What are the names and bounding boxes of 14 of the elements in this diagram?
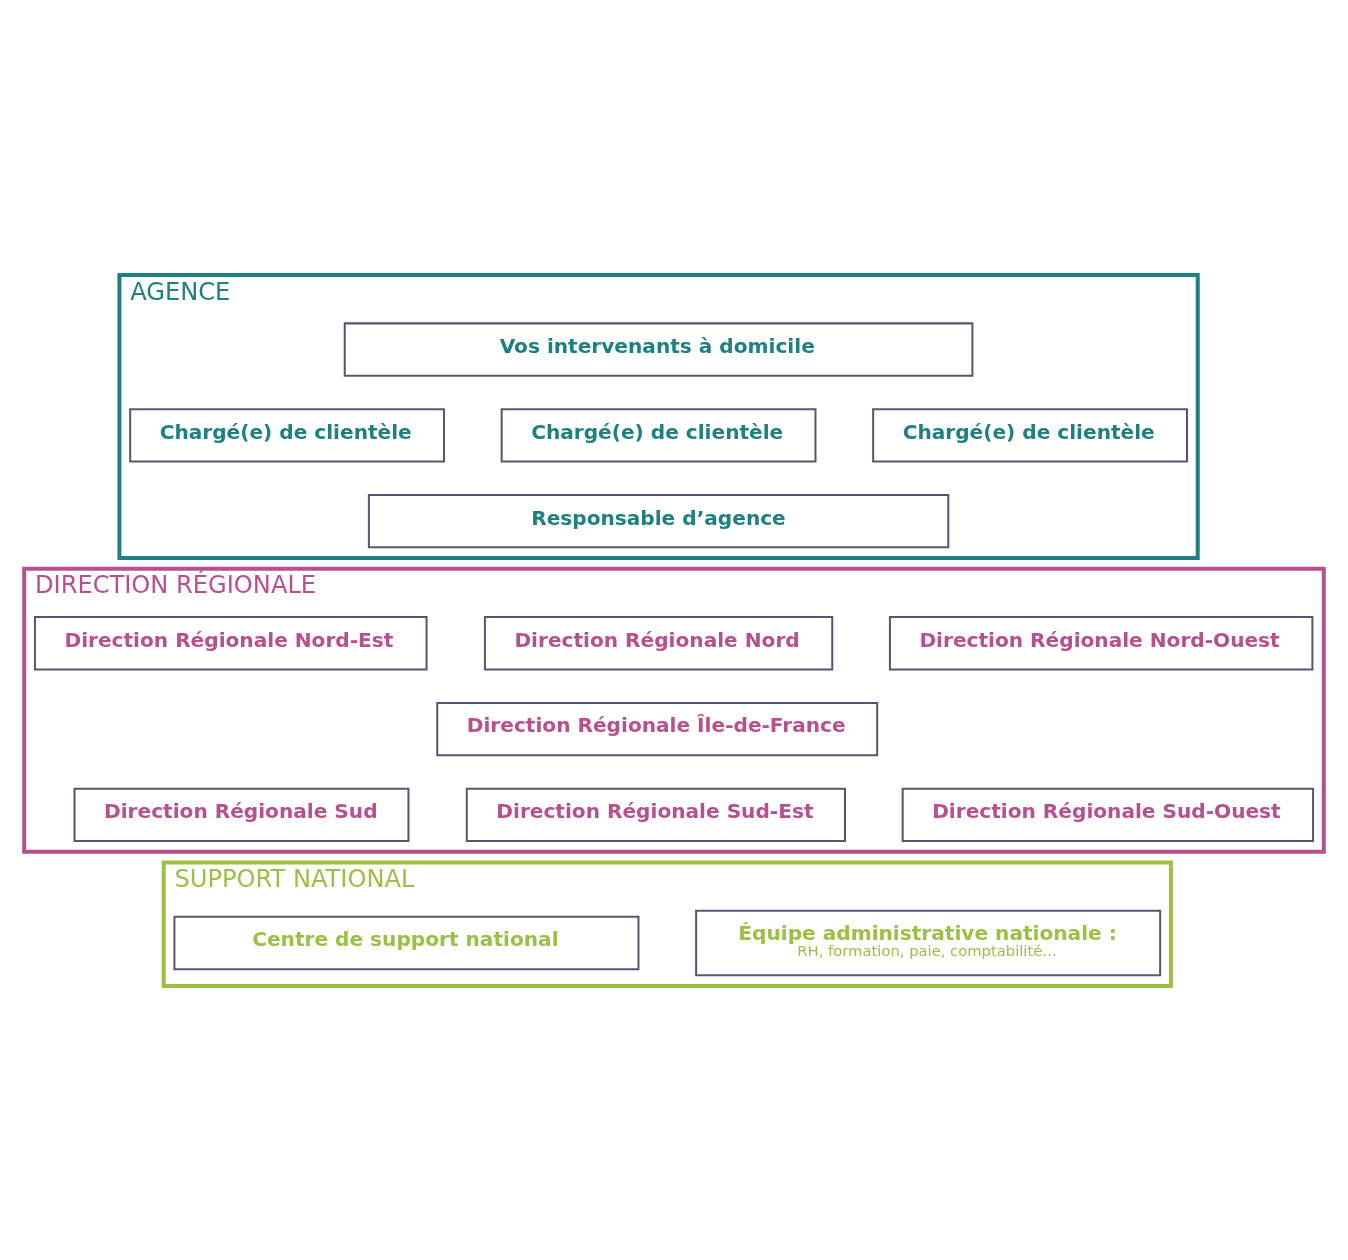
- node-box: Direction Régionale Nord: [483, 615, 834, 670]
- node-box: Direction Régionale Île-de-France: [436, 701, 879, 756]
- node-box: Centre de support national: [173, 915, 640, 970]
- node-box: Responsable d’agence: [367, 493, 950, 548]
- node-box: Direction Régionale Nord-Est: [33, 615, 428, 670]
- node-box: Direction Régionale Nord-Ouest: [888, 615, 1314, 670]
- node-box: Chargé(e) de clientèle: [129, 407, 445, 462]
- node-box: Chargé(e) de clientèle: [500, 407, 817, 462]
- node-box: Chargé(e) de clientèle: [872, 407, 1188, 462]
- node-box: Direction Régionale Sud-Est: [465, 787, 846, 842]
- node-box: Direction Régionale Sud: [73, 787, 410, 842]
- node-box: Équipe administrative nationale : RH, formation, paie, comptabilité…: [695, 909, 1162, 976]
- node-box: Vos intervenants à domicile: [343, 321, 974, 377]
- node-box: Direction Régionale Sud-Ouest: [901, 787, 1315, 842]
